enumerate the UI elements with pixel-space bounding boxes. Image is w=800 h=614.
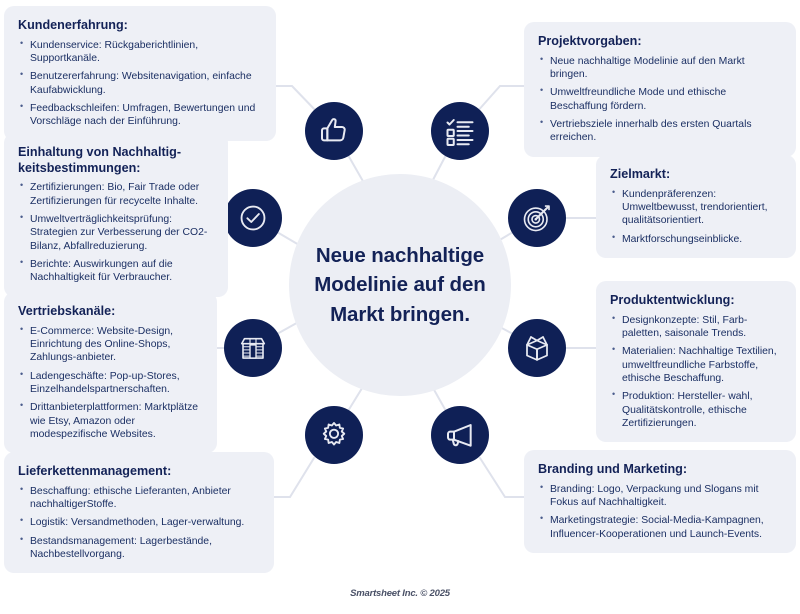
list-item: Zertifizierungen: Bio, Fair Trade oder Z…: [18, 180, 214, 208]
storefront-icon: [238, 333, 268, 363]
node-kundenerfahrung[interactable]: [305, 102, 363, 160]
card-produktentwicklung: Produktentwicklung: Designkonzepte: Stil…: [596, 281, 796, 443]
card-title: Branding und Marketing:: [538, 462, 688, 476]
card-einhaltung-nachhaltigkeit: Einhaltung von Nachhaltig­keitsbestimmun…: [4, 133, 228, 297]
list-item: Kundenservice: Rückgaberichtlinien, Supp…: [18, 38, 262, 66]
card-lieferkettenmanagement: Lieferkettenmanagement: Beschaffung: eth…: [4, 452, 274, 574]
card-list: Kundenservice: Rückgaberichtlinien, Supp…: [18, 38, 262, 129]
list-item: Produktion: Hersteller- wahl, Qualitätsk…: [610, 389, 782, 430]
card-list: Designkonzepte: Stil, Farb-paletten, sai…: [610, 313, 782, 431]
list-item: Branding: Logo, Verpackung und Slogans m…: [538, 482, 782, 510]
card-title: Projektvorgaben:: [538, 34, 642, 48]
list-item: Beschaffung: ethische Lieferanten, Anbie…: [18, 484, 260, 512]
card-vertriebskanaele: Vertriebskanäle: E-Commerce: Website-Des…: [4, 292, 217, 454]
node-projektvorgaben[interactable]: [431, 102, 489, 160]
footer-copyright: Smartsheet Inc. © 2025: [350, 588, 450, 599]
list-item: Vertriebsziele innerhalb des ersten Quar…: [538, 117, 782, 145]
list-item: Marketingstrategie: Social-Media-Kampagn…: [538, 513, 782, 541]
list-item: Drittanbieterplattformen: Marktplätze wi…: [18, 400, 203, 441]
card-title: Zielmarkt:: [610, 167, 671, 181]
open-box-icon: [522, 333, 552, 363]
list-item: Materialien: Nachhaltige Textilien, umwe…: [610, 344, 782, 385]
list-item: Kundenpräferenzen: Umweltbewusst, trendo…: [610, 187, 782, 228]
node-lieferkettenmanagement[interactable]: [305, 406, 363, 464]
card-list: E-Commerce: Website-Design, Einrichtung …: [18, 324, 203, 442]
card-list: Branding: Logo, Verpackung und Slogans m…: [538, 482, 782, 541]
node-branding-marketing[interactable]: [431, 406, 489, 464]
megaphone-icon: [444, 419, 476, 451]
card-title: Kundenerfahrung:: [18, 18, 128, 32]
list-item: Umweltfreundliche Mode und ethische Besc…: [538, 85, 782, 113]
thumbs-up-icon: [318, 115, 350, 147]
center-title: Neue nachhaltige Modelinie auf den Markt…: [314, 244, 486, 326]
card-projektvorgaben: Projektvorgaben: Neue nachhaltige Modeli…: [524, 22, 796, 157]
line-mega-card: [479, 457, 525, 498]
card-kundenerfahrung: Kundenerfahrung: Kundenservice: Rückgabe…: [4, 6, 276, 141]
list-item: Benutzererfahrung: Websitenavigation, ei…: [18, 69, 262, 97]
list-item: Marktforschungseinblicke.: [610, 232, 782, 246]
target-icon: [522, 203, 552, 233]
card-title: Vertriebskanäle:: [18, 304, 116, 318]
list-item: Designkonzepte: Stil, Farb-paletten, sai…: [610, 313, 782, 341]
list-item: Bestandsmanagement: Lagerbestände, Nachb…: [18, 534, 260, 562]
list-item: Berichte: Auswirkungen auf die Nachhalti…: [18, 257, 214, 285]
card-title: Produktentwicklung:: [610, 293, 735, 307]
card-title: Einhaltung von Nachhaltig­keitsbestimmun…: [18, 145, 182, 175]
gear-icon: [319, 420, 349, 450]
card-list: Zertifizierungen: Bio, Fair Trade oder Z…: [18, 180, 214, 285]
card-list: Kundenpräferenzen: Umweltbewusst, trendo…: [610, 187, 782, 246]
list-item: E-Commerce: Website-Design, Einrichtung …: [18, 324, 203, 365]
line-check-card: [475, 85, 525, 114]
card-list: Beschaffung: ethische Lieferanten, Anbie…: [18, 484, 260, 562]
list-item: Feedbackschleifen: Umfragen, Bewertungen…: [18, 101, 262, 129]
card-title: Lieferkettenmanagement:: [18, 464, 172, 478]
node-einhaltung-nachhaltigkeit[interactable]: [224, 189, 282, 247]
card-zielmarkt: Zielmarkt: Kundenpräferenzen: Umweltbewu…: [596, 155, 796, 258]
node-vertriebskanaele[interactable]: [224, 319, 282, 377]
line-gear-card: [273, 457, 315, 498]
card-list: Neue nachhaltige Modelinie auf den Markt…: [538, 54, 782, 145]
list-item: Neue nachhaltige Modelinie auf den Markt…: [538, 54, 782, 82]
node-produktentwicklung[interactable]: [508, 319, 566, 377]
list-item: Umweltverträglichkeitsprüfung: Strategie…: [18, 212, 214, 253]
center-node: Neue nachhaltige Modelinie auf den Markt…: [289, 174, 511, 396]
node-zielmarkt[interactable]: [508, 189, 566, 247]
check-circle-icon: [237, 202, 269, 234]
card-branding-marketing: Branding und Marketing: Branding: Logo, …: [524, 450, 796, 553]
list-item: Logistik: Versandmethoden, Lager-verwalt…: [18, 515, 260, 529]
line-thumb-card: [275, 85, 319, 114]
checklist-icon: [445, 116, 475, 146]
list-item: Ladengeschäfte: Pop-up-Stores, Einzelhan…: [18, 369, 203, 397]
